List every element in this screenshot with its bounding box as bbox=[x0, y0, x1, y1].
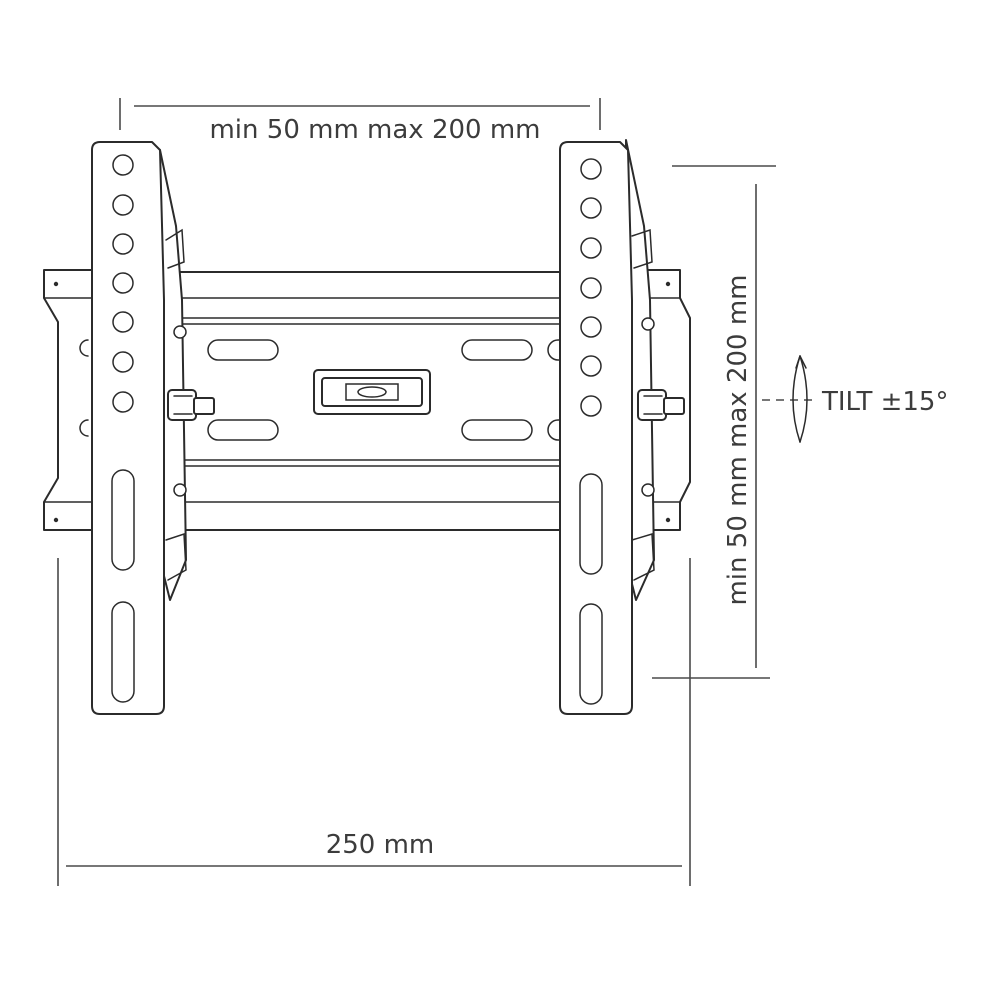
dimension-overall-width: 250 mm bbox=[57, 558, 691, 886]
overall-width-label: 250 mm bbox=[326, 830, 435, 860]
tilt-label: TILT ±15° bbox=[821, 387, 948, 417]
right-vertical-arm bbox=[559, 139, 685, 715]
dimension-vertical-spacing: min 50 mm max 200 mm bbox=[652, 165, 776, 679]
hole-spacing-vertical-label: min 50 mm max 200 mm bbox=[723, 274, 753, 605]
tilt-knob-left bbox=[167, 325, 215, 497]
dimension-horizontal-spacing: min 50 mm max 200 mm bbox=[119, 98, 601, 145]
tilt-indicator: TILT ±15° bbox=[762, 355, 948, 443]
tilt-knob-right bbox=[637, 317, 685, 497]
bubble-level bbox=[313, 369, 431, 415]
hole-spacing-horizontal-label: min 50 mm max 200 mm bbox=[209, 115, 540, 145]
left-vertical-arm bbox=[91, 141, 215, 715]
